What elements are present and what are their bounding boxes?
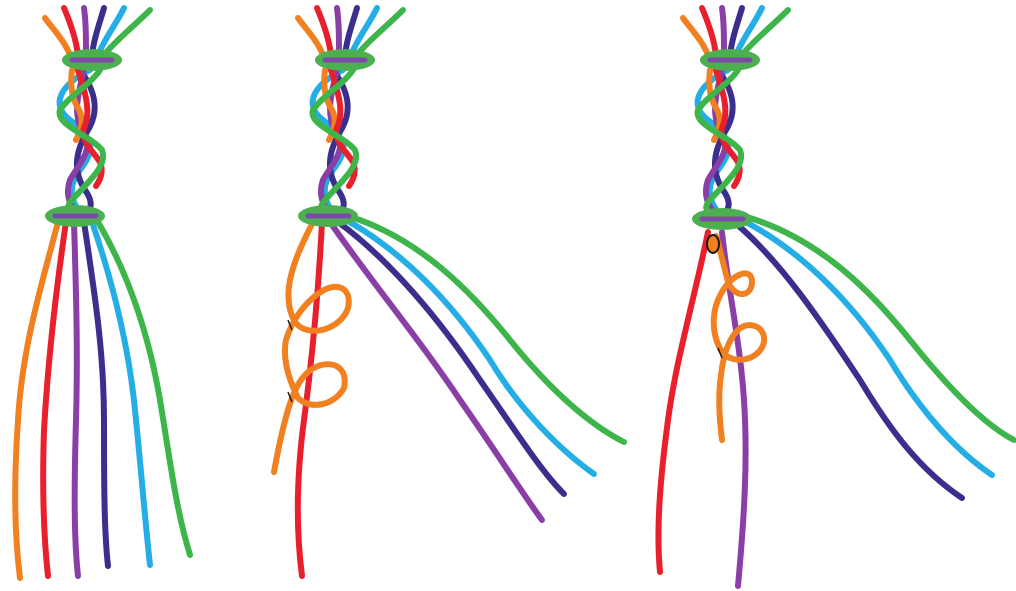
bottom-fringe (274, 218, 624, 576)
panel-step-1 (15, 8, 190, 578)
bottom-fringe (15, 222, 190, 578)
bottom-band (45, 205, 105, 227)
top-band (315, 49, 375, 71)
panel-step-2 (274, 8, 624, 576)
strand-navy (84, 222, 108, 566)
strand-purple-top (84, 8, 86, 55)
top-fringe (45, 8, 150, 55)
strand-purple-top (337, 8, 339, 55)
strand-orange-top (298, 18, 323, 55)
strand-orange (15, 222, 58, 578)
top-fringe (298, 8, 403, 55)
top-band (700, 49, 760, 71)
top-fringe (683, 8, 788, 55)
braid (313, 70, 357, 212)
strand-purple-top (722, 8, 724, 55)
braid (698, 70, 742, 212)
panel-step-3 (658, 8, 1014, 586)
strand-red (658, 232, 708, 572)
strand-purple (74, 222, 78, 576)
top-band (62, 49, 122, 71)
strand-navy (338, 222, 564, 494)
bottom-band (298, 205, 358, 227)
strand-orange-top (45, 18, 70, 55)
braid (60, 70, 104, 212)
bottom-band (692, 208, 752, 230)
strand-orange-top (683, 18, 708, 55)
strand-sky (742, 220, 992, 475)
bottom-fringe (658, 218, 1014, 586)
knot-bead (707, 235, 719, 253)
